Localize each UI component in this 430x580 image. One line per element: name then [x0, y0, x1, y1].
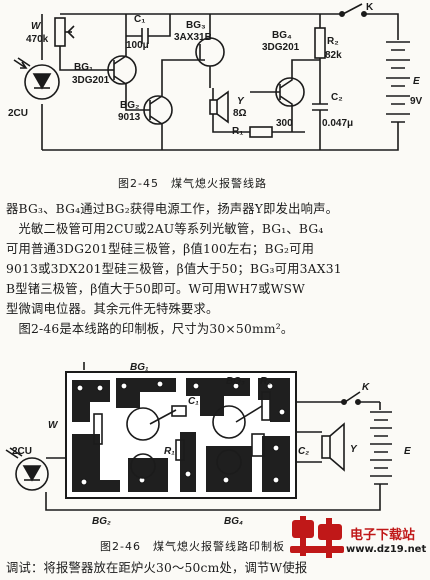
- label-K: K: [366, 2, 374, 13]
- pcb-label-BG1: BG₁: [130, 362, 149, 373]
- label-BG2-type: 9013: [118, 112, 141, 123]
- label-C2-val: 0.047μ: [322, 118, 353, 129]
- watermark-site: www.dz19.net: [346, 544, 427, 555]
- body-text: 器BG₃、BG₄通过BG₂获得电源工作，扬声器Y即发出响声。 光敏二极管可用2C…: [6, 199, 426, 339]
- pcb-label-C1: C₁: [188, 396, 199, 407]
- body-line-5: B型锗三极管，β值大于50即可。W可用WH7或WSW: [6, 282, 305, 296]
- footer-text: 调试：将报警器放在距炉火30～50cm处，调节W使报: [6, 558, 426, 578]
- pcb-label-W: W: [48, 420, 59, 431]
- watermark-brand: 电子下载站: [350, 528, 416, 543]
- body-line-1: 器BG₃、BG₄通过BG₂获得电源工作，扬声器Y即发出响声。: [6, 202, 339, 216]
- label-BG2: BG₂: [120, 100, 139, 111]
- circuit-schematic-fig45: K W 470k C₁ 100μ BG₃ 3AX31B BG₄ 3DG201 R…: [8, 2, 423, 151]
- pcb-label-E: E: [404, 446, 411, 457]
- label-R2-val: 82k: [325, 50, 342, 61]
- label-BG3-type: 3AX31B: [174, 32, 212, 43]
- figure-caption-46: 图2-46 煤气熄火报警线路印制板: [100, 540, 285, 553]
- label-diode: 2CU: [8, 108, 28, 119]
- label-R1-val: 300: [276, 118, 293, 129]
- label-C2: C₂: [331, 92, 343, 103]
- pcb-label-BG4: BG₄: [224, 516, 243, 527]
- pcb-label-diode: 2CU: [12, 446, 32, 457]
- pcb-layout-fig46: BG₁ BG₃ R₂ K W C₁ R₁ C₂ Y E 2CU BG₂ BG₄: [5, 362, 411, 527]
- pcb-label-R2: R₂: [260, 376, 271, 387]
- label-E-val: 9V: [410, 96, 423, 107]
- body-line-2: 光敏二极管可用2CU或2AU等系列光敏管，BG₁、BG₄: [6, 222, 324, 236]
- label-C1: C₁: [134, 14, 145, 25]
- label-C1-val: 100μ: [126, 40, 149, 51]
- pcb-label-R1: R₁: [164, 446, 175, 457]
- pcb-label-Y: Y: [350, 444, 358, 455]
- label-BG1-type: 3DG201: [72, 75, 110, 86]
- label-E: E: [413, 76, 420, 87]
- label-W-val: 470k: [26, 34, 49, 45]
- pcb-label-K: K: [362, 382, 370, 393]
- label-BG1: BG₁: [74, 62, 93, 73]
- label-R1: R₁: [232, 126, 243, 137]
- label-R2: R₂: [327, 36, 339, 47]
- pcb-label-BG3: BG₃: [226, 376, 245, 387]
- pcb-label-C2: C₂: [298, 446, 309, 457]
- label-BG4: BG₄: [272, 30, 292, 41]
- label-BG4-type: 3DG201: [262, 42, 300, 53]
- watermark-logo: [290, 516, 344, 558]
- body-line-4: 9013或3DX201型硅三极管，β值大于50；BG₃可用3AX31: [6, 262, 342, 276]
- label-Y: Y: [237, 96, 245, 107]
- label-BG3: BG₃: [186, 20, 206, 31]
- body-line-6: 型微调电位器。其余元件无特殊要求。: [6, 302, 219, 316]
- label-Y-val: 8Ω: [233, 108, 247, 119]
- body-line-3: 可用普通3DG201型硅三极管，β值100左右；BG₂可用: [6, 242, 315, 256]
- watermark: 电子下载站 www.dz19.net: [288, 516, 426, 578]
- pcb-label-BG2: BG₂: [92, 516, 111, 527]
- footer-line: 调试：将报警器放在距炉火30～50cm处，调节W使报: [6, 561, 308, 575]
- body-line-7: 图2-46是本线路的印制板，尺寸为30×50mm²。: [6, 322, 294, 336]
- figure-caption-45: 图2-45 煤气熄火报警线路: [118, 177, 267, 190]
- label-W: W: [31, 21, 42, 32]
